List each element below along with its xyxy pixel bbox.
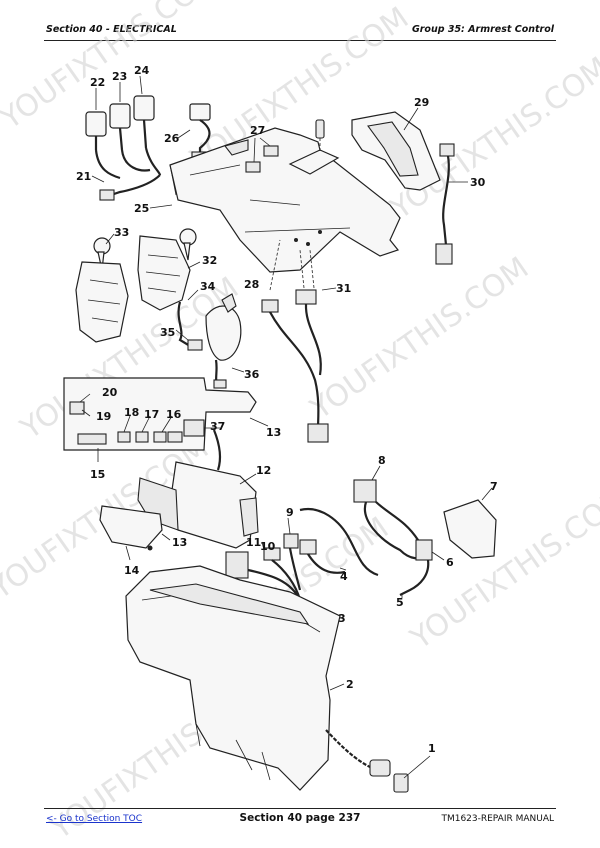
control-module-12 [99, 461, 259, 561]
callout-29: 29 [414, 96, 429, 109]
section-title: Section 40 - ELECTRICAL [46, 24, 177, 35]
harness-5-6-8 [353, 465, 497, 598]
clips-27 [245, 119, 340, 175]
harness-28-31 [261, 239, 337, 443]
callout-28: 28 [244, 278, 259, 291]
callout-33: 33 [114, 226, 129, 239]
manual-title: TM1623-REPAIR MANUAL [441, 814, 554, 824]
callout-34: 34 [200, 280, 216, 293]
callout-4: 4 [340, 570, 348, 583]
armrest-module-29 [351, 107, 468, 265]
callout-21: 21 [76, 170, 91, 183]
group-title: Group 35: Armrest Control [411, 24, 554, 35]
console-frame-25 [149, 127, 401, 273]
callout-30: 30 [470, 176, 486, 189]
callout-11: 11 [246, 536, 261, 549]
callout-13-lower: 13 [172, 536, 187, 549]
harness-34-35-36 [175, 289, 245, 389]
callout-3: 3 [338, 612, 346, 625]
callout-25: 25 [134, 202, 149, 215]
callout-12: 12 [256, 464, 271, 477]
callout-19: 19 [96, 410, 111, 423]
toc-link[interactable]: <- Go to Section TOC [46, 814, 143, 824]
watermark-text: YOUFIXTHIS.COM [304, 250, 536, 427]
callout-10: 10 [260, 540, 276, 553]
callout-1: 1 [428, 742, 436, 755]
switch-group-22-24 [85, 75, 162, 201]
joystick-33 [75, 233, 129, 343]
callout-22: 22 [90, 76, 105, 89]
callout-5: 5 [396, 596, 404, 609]
callout-32: 32 [202, 254, 217, 267]
callout-23: 23 [112, 70, 127, 83]
callout-13-upper: 13 [266, 426, 281, 439]
callout-18: 18 [124, 406, 139, 419]
callout-26: 26 [164, 132, 180, 145]
watermark-text: YOUFIXTHIS.COM [404, 480, 600, 657]
callout-36: 36 [244, 368, 260, 381]
callout-24: 24 [134, 64, 150, 77]
callout-8: 8 [378, 454, 386, 467]
callout-35: 35 [160, 326, 175, 339]
page-header: Section 40 - ELECTRICAL Group 35: Armres… [44, 22, 556, 41]
decal-panel [63, 377, 269, 471]
joystick-32 [137, 228, 201, 311]
callout-labels: 1 2 3 4 5 6 7 8 9 10 11 12 13 13 14 15 1… [76, 64, 498, 755]
page-number: Section 40 page 237 [239, 812, 361, 824]
callout-15: 15 [90, 468, 105, 481]
callout-2: 2 [346, 678, 354, 691]
callout-16: 16 [166, 408, 182, 421]
callout-9: 9 [286, 506, 294, 519]
page-footer: <- Go to Section TOC Section 40 page 237… [44, 808, 556, 829]
callout-17: 17 [144, 408, 159, 421]
callout-27: 27 [250, 124, 265, 137]
cable-1 [325, 729, 431, 793]
callout-37: 37 [210, 420, 225, 433]
callout-20: 20 [102, 386, 118, 399]
callout-7: 7 [490, 480, 498, 493]
harness-3-4 [225, 507, 379, 640]
callout-31: 31 [336, 282, 351, 295]
callout-6: 6 [446, 556, 454, 569]
switch-26 [177, 103, 211, 161]
lower-console-2 [125, 565, 345, 791]
callout-14: 14 [124, 564, 140, 577]
